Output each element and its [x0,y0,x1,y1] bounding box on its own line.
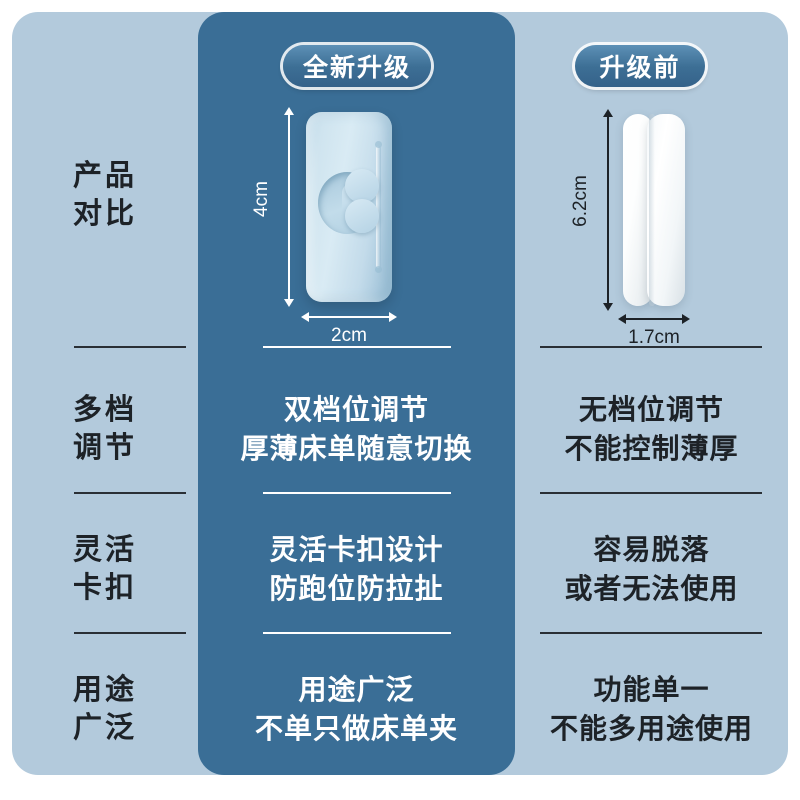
value-line: 不单只做床单夹 [254,713,458,744]
row-label-line: 用途 [72,673,137,706]
badge-new-version-label: 全新升级 [302,54,411,82]
row-value-new-wide-uses: 用途广泛 不单只做床单夹 [198,662,515,756]
value-line: 无档位调节 [578,393,724,425]
row-value-old-wide-uses: 功能单一 不能多用途使用 [515,662,788,756]
row-value-new-multi-gear: 双档位调节 厚薄床单随意切换 [198,382,515,476]
row-divider-left [74,492,186,494]
old-width-dimension-arrow [618,314,690,324]
row-label-line: 广泛 [72,712,137,744]
row-value-new-flexible-buckle: 灵活卡扣设计 防跑位防拉扯 [198,522,515,616]
row-divider-middle [263,346,451,348]
heart-lobe-top [345,169,379,203]
value-line: 用途广泛 [298,673,415,705]
row-label-line: 对比 [72,198,137,230]
new-height-dimension-label: 4cm [250,181,272,217]
row-divider-right [540,632,762,634]
row-label-wide-uses: 用途 广泛 [12,662,198,756]
row-value-old-flexible-buckle: 容易脱落 或者无法使用 [515,522,788,616]
heart-button-icon [342,169,382,233]
value-line: 灵活卡扣设计 [269,533,444,565]
row-divider-right [540,492,762,494]
row-divider-left [74,632,186,634]
row-label-line: 调节 [72,432,137,464]
heart-lobe-bottom [345,199,379,233]
value-line: 双档位调节 [283,393,429,425]
new-clip-seam [375,141,382,273]
old-height-dimension-label: 6.2cm [569,175,591,227]
row-label-line: 产品 [72,159,137,192]
badge-old-version-label: 升级前 [599,54,681,82]
value-line: 厚薄床单随意切换 [240,433,473,464]
product-image-new: 4cm 2cm [198,100,515,346]
row-divider-right [540,346,762,348]
row-divider-middle [263,632,451,634]
row-label-line: 卡扣 [72,572,137,604]
product-image-old: 6.2cm 1.7cm [515,100,788,348]
row-label-line: 灵活 [72,533,137,566]
row-label-product-comparison: 产品 对比 [12,140,198,250]
badge-new-version: 全新升级 [283,45,431,87]
old-width-dimension-label: 1.7cm [628,327,680,348]
row-label-line: 多档 [72,393,137,426]
value-line: 或者无法使用 [564,573,739,604]
value-line: 容易脱落 [593,533,710,565]
row-label-multi-gear: 多档 调节 [12,382,198,476]
old-height-dimension-arrow [603,109,613,311]
new-height-dimension-arrow [284,107,294,307]
row-value-old-multi-gear: 无档位调节 不能控制薄厚 [515,382,788,476]
badge-old-version: 升级前 [575,45,705,87]
row-label-flexible-buckle: 灵活 卡扣 [12,522,198,616]
value-line: 不能控制薄厚 [564,433,739,464]
new-width-dimension-arrow [301,312,397,322]
old-clip-groove [649,114,655,306]
new-clip-body [306,112,392,302]
value-line: 防跑位防拉扯 [269,573,444,604]
value-line: 不能多用途使用 [549,713,753,744]
new-width-dimension-label: 2cm [331,325,367,346]
old-clip-body [623,114,685,306]
value-line: 功能单一 [593,673,710,705]
row-divider-left [74,346,186,348]
row-divider-middle [263,492,451,494]
